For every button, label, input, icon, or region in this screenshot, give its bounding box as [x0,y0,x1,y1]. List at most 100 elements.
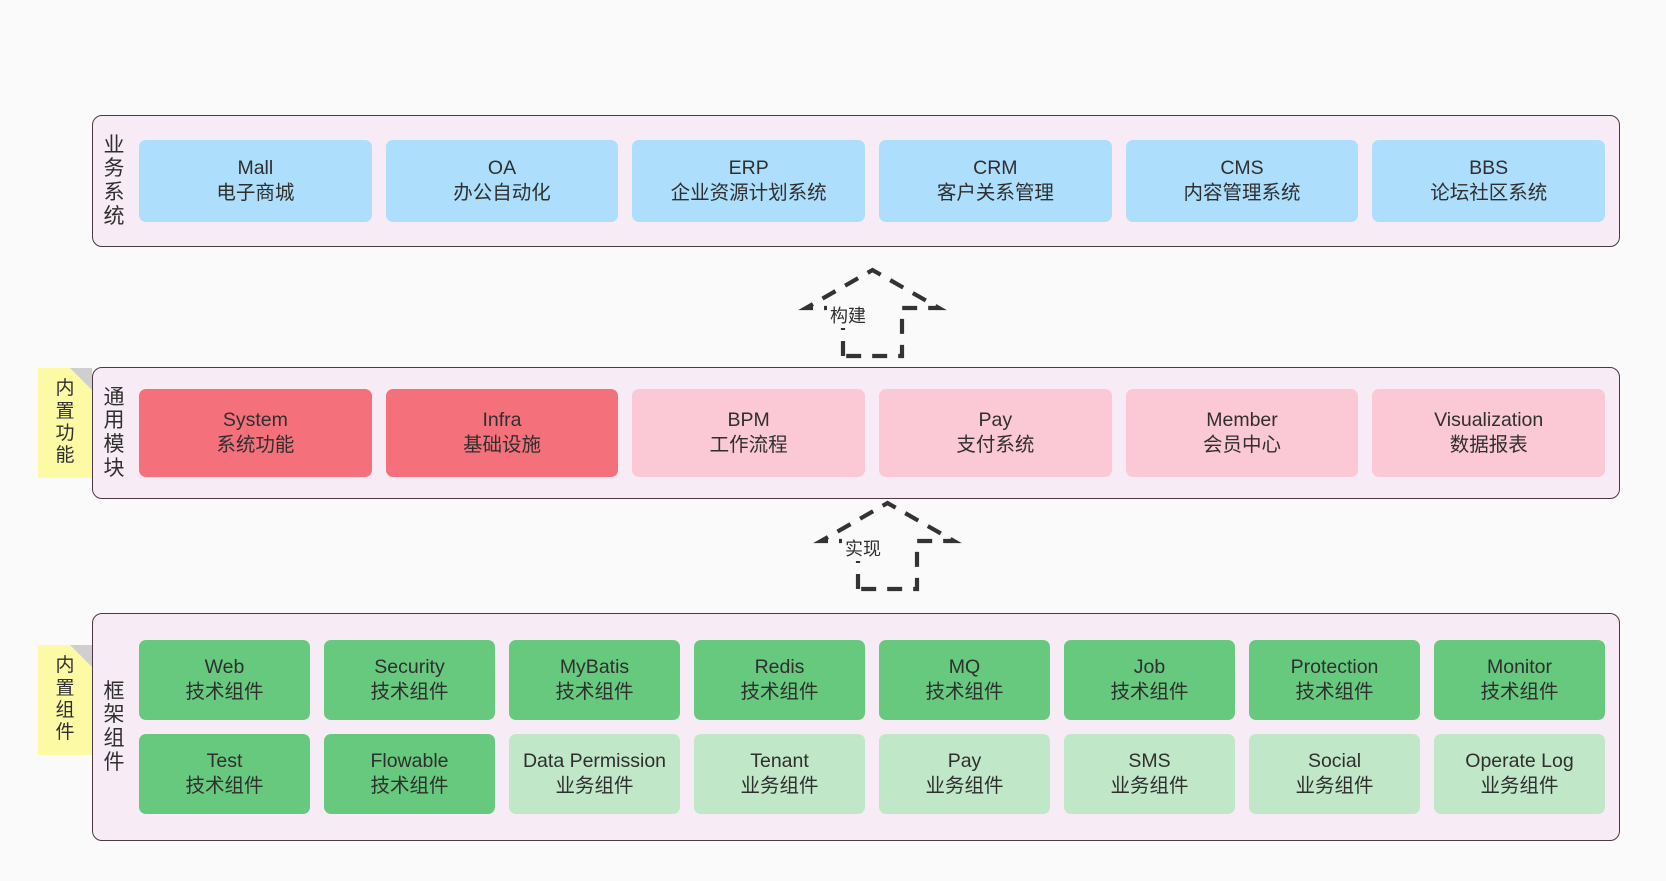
band-title-char: 架 [103,703,125,727]
card-sms[interactable]: SMS 业务组件 [1064,734,1235,814]
card-title: BBS [1469,156,1509,179]
card-bbs[interactable]: BBS 论坛社区系统 [1372,140,1606,222]
card-row: Web 技术组件 Security 技术组件 MyBatis 技术组件 Redi… [139,640,1605,720]
card-security[interactable]: Security 技术组件 [324,640,495,720]
card-subtitle: 内容管理系统 [1183,182,1301,204]
card-erp[interactable]: ERP 企业资源计划系统 [632,140,866,222]
card-visualization[interactable]: Visualization 数据报表 [1372,389,1606,477]
band-framework-components: 框 架 组 件 Web 技术组件 Security 技术组件 MyBatis 技… [92,613,1620,841]
band-body-common-modules: System 系统功能 Infra 基础设施 BPM 工作流程 Pay 支付系统… [135,368,1619,498]
card-job[interactable]: Job 技术组件 [1064,640,1235,720]
card-subtitle: 会员中心 [1203,434,1282,456]
card-subtitle: 技术组件 [1110,681,1189,703]
card-subtitle: 业务组件 [740,775,819,797]
card-subtitle: 客户关系管理 [936,182,1054,204]
band-title-common-modules: 通 用 模 块 [93,368,135,498]
card-title: MyBatis [559,655,630,678]
note-char: 置 [55,677,75,699]
card-oa[interactable]: OA 办公自动化 [385,140,619,222]
card-title: Job [1133,655,1166,678]
card-subtitle: 数据报表 [1449,434,1528,456]
band-title-char: 通 [103,385,125,409]
card-mybatis[interactable]: MyBatis 技术组件 [509,640,680,720]
note-fold-corner [70,645,92,667]
card-subtitle: 系统功能 [216,434,295,456]
card-bpm[interactable]: BPM 工作流程 [632,389,866,477]
card-subtitle: 技术组件 [185,681,264,703]
arrow-build-label: 构建 [827,302,869,328]
card-redis[interactable]: Redis 技术组件 [694,640,865,720]
card-title: Flowable [370,749,449,772]
band-business-systems: 业 务 系 统 Mall 电子商城 OA 办公自动化 ERP 企业资源计划系统 [92,115,1620,247]
arrow-build: 构建 [798,267,947,359]
card-subtitle: 电子商城 [216,182,295,204]
note-fold-corner [70,368,92,390]
note-char: 内 [55,655,75,677]
card-title: Pay [978,408,1013,431]
card-monitor[interactable]: Monitor 技术组件 [1434,640,1605,720]
band-body-business-systems: Mall 电子商城 OA 办公自动化 ERP 企业资源计划系统 CRM 客户关系… [135,116,1619,246]
band-title-char: 模 [103,433,125,456]
card-crm[interactable]: CRM 客户关系管理 [879,140,1112,222]
note-char: 功 [55,423,75,444]
card-mall[interactable]: Mall 电子商城 [139,140,372,222]
card-subtitle: 业务组件 [1480,775,1559,797]
card-subtitle: 业务组件 [1295,775,1374,797]
card-subtitle: 技术组件 [1480,681,1559,703]
card-title: Visualization [1434,408,1544,431]
card-subtitle: 业务组件 [1110,775,1189,797]
card-subtitle: 办公自动化 [453,182,551,204]
note-char: 内 [55,378,75,400]
card-pay[interactable]: Pay 支付系统 [879,389,1112,477]
card-pay-business[interactable]: Pay 业务组件 [879,734,1050,814]
band-title-char: 件 [103,750,125,774]
band-title-framework-components: 框 架 组 件 [93,614,135,840]
arrow-implement-label: 实现 [842,535,884,561]
card-subtitle: 技术组件 [740,681,819,703]
card-subtitle: 技术组件 [1295,681,1374,703]
card-infra[interactable]: Infra 基础设施 [385,389,619,477]
card-title: BPM [727,408,770,431]
card-row: System 系统功能 Infra 基础设施 BPM 工作流程 Pay 支付系统… [139,389,1606,477]
card-title: OA [487,156,517,179]
band-title-char: 务 [103,157,125,181]
card-operate-log[interactable]: Operate Log 业务组件 [1434,734,1605,814]
card-title: Mall [237,156,274,179]
card-subtitle: 支付系统 [956,434,1035,456]
card-system[interactable]: System 系统功能 [139,389,372,477]
band-title-char: 组 [103,727,125,750]
band-title-char: 统 [103,204,125,228]
card-flowable[interactable]: Flowable 技术组件 [324,734,495,814]
band-title-business-systems: 业 务 系 统 [93,116,135,246]
card-protection[interactable]: Protection 技术组件 [1249,640,1420,720]
card-mq[interactable]: MQ 技术组件 [879,640,1050,720]
band-common-modules: 通 用 模 块 System 系统功能 Infra 基础设施 BPM 工作流程 [92,367,1620,499]
card-tenant[interactable]: Tenant 业务组件 [694,734,865,814]
card-social[interactable]: Social 业务组件 [1249,734,1420,814]
arrow-implement: 实现 [813,500,962,592]
card-title: MQ [948,655,981,678]
card-title: Redis [754,655,805,678]
band-title-char: 系 [103,181,125,204]
card-row: Mall 电子商城 OA 办公自动化 ERP 企业资源计划系统 CRM 客户关系… [139,140,1606,222]
note-char: 组 [55,700,75,721]
card-title: Pay [947,749,982,772]
sticky-note-builtin-features: 内 置 功 能 [38,368,92,478]
card-subtitle: 论坛社区系统 [1430,182,1548,204]
card-subtitle: 业务组件 [555,775,634,797]
card-subtitle: 技术组件 [555,681,634,703]
card-subtitle: 技术组件 [370,681,449,703]
card-subtitle: 技术组件 [370,775,449,797]
card-test[interactable]: Test 技术组件 [139,734,310,814]
card-cms[interactable]: CMS 内容管理系统 [1125,140,1359,222]
card-title: Web [204,655,245,678]
note-char: 置 [55,400,75,422]
card-title: System [222,408,288,431]
card-title: Infra [482,408,522,431]
card-member[interactable]: Member 会员中心 [1125,389,1359,477]
card-row: Test 技术组件 Flowable 技术组件 Data Permission … [139,734,1605,814]
card-web[interactable]: Web 技术组件 [139,640,310,720]
card-data-permission[interactable]: Data Permission 业务组件 [509,734,680,814]
note-char: 能 [55,445,75,467]
